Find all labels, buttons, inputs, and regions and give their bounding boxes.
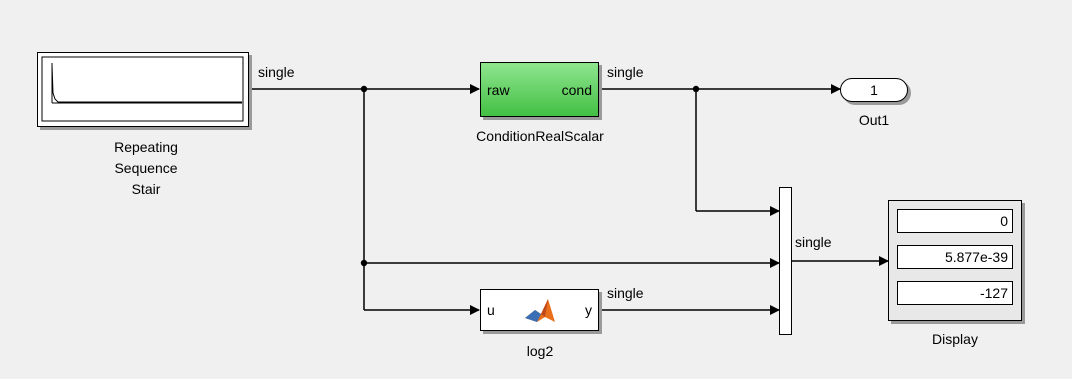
log2-input-port-label: u xyxy=(487,302,495,318)
condition-real-scalar-block[interactable]: raw cond xyxy=(480,62,599,117)
display-block-name: Display xyxy=(932,331,978,347)
mux-block[interactable] xyxy=(779,187,792,335)
out1-port-number: 1 xyxy=(870,82,878,98)
stair-name-line-3: Stair xyxy=(131,181,161,197)
stair-name-line-2: Sequence xyxy=(114,160,178,176)
branch-point xyxy=(360,85,368,93)
repeating-sequence-stair-block[interactable] xyxy=(37,52,249,127)
log2-function-block[interactable]: u y xyxy=(480,289,599,331)
log2-output-port-label: y xyxy=(585,302,592,318)
condition-output-port-label: cond xyxy=(561,82,592,98)
stair-name-line-1: Repeating xyxy=(114,139,178,155)
display-value-3: -127 xyxy=(897,281,1013,305)
signal-label-log2: single xyxy=(607,285,644,301)
out1-port-block[interactable]: 1 xyxy=(840,78,908,102)
signal-label-mux: single xyxy=(795,234,832,250)
condition-input-port-label: raw xyxy=(487,82,510,98)
branch-point xyxy=(360,259,368,267)
display-value-2: 5.877e-39 xyxy=(897,245,1013,269)
display-block[interactable]: 0 5.877e-39 -127 xyxy=(888,200,1022,321)
stair-plot-icon xyxy=(41,56,244,122)
matlab-function-icon xyxy=(525,299,555,322)
condition-block-name: ConditionRealScalar xyxy=(476,128,604,144)
display-value-1: 0 xyxy=(897,209,1013,233)
stair-block-name: Repeating Sequence Stair xyxy=(96,137,196,200)
signal-label-stair: single xyxy=(258,64,295,80)
out1-block-name: Out1 xyxy=(858,112,890,128)
branch-point xyxy=(692,85,700,93)
signal-label-condition: single xyxy=(607,64,644,80)
log2-block-name: log2 xyxy=(526,343,554,359)
